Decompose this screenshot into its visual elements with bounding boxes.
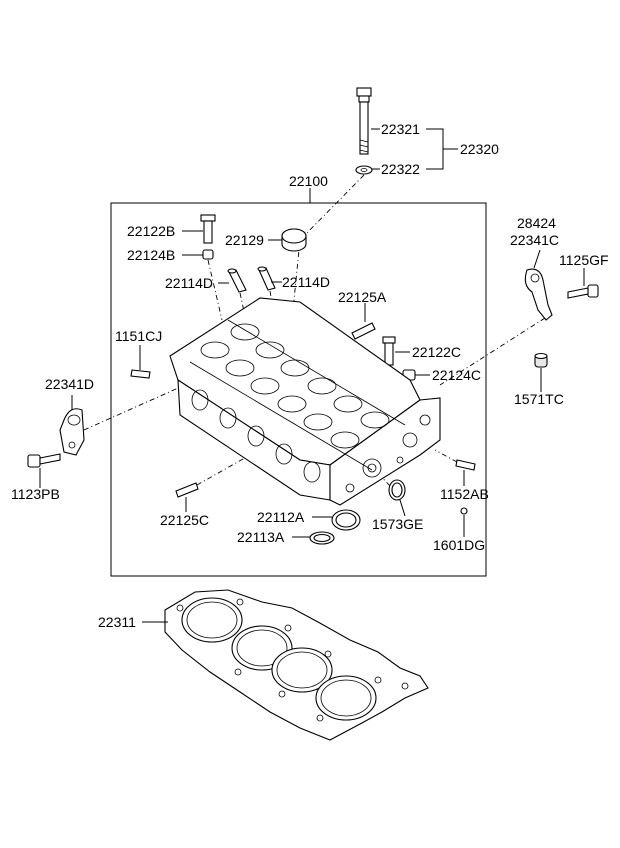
label-22321: 22321 [381,121,420,137]
label-22322: 22322 [381,161,420,177]
label-22124b: 22124B [127,247,175,263]
label-1152ab: 1152AB [440,486,489,502]
label-22311: 22311 [98,614,136,630]
valve-guide-22114d-left[interactable] [227,268,247,293]
cylinder-head-22100[interactable] [169,297,441,506]
label-1601dg: 1601DG [433,537,485,553]
stud-22125c[interactable] [175,482,199,498]
seal-22112a[interactable] [331,509,361,531]
label-22129: 22129 [225,232,264,248]
pin-1601dg[interactable] [460,507,468,515]
label-1151cj: 1151CJ [115,328,162,344]
label-22341c: 22341C [510,232,559,248]
stud-1151cj[interactable] [130,369,151,379]
valve-guide-22114d-right[interactable] [257,266,276,291]
label-22114d-left: 22114D [165,275,213,291]
stud-1152ab[interactable] [455,459,476,471]
label-22341d: 22341D [45,376,94,392]
label-22125c: 22125C [160,512,209,528]
label-22124c: 22124C [432,367,481,383]
head-bolt-22321[interactable] [356,87,372,155]
stud-22125a[interactable] [351,322,376,340]
head-gasket-22311[interactable] [164,589,429,741]
label-1573ge: 1573GE [372,516,423,532]
label-28424: 28424 [517,215,556,231]
label-22112a: 22112A [257,509,305,525]
label-22125a: 22125A [338,289,387,305]
plug-22129[interactable] [281,228,307,252]
label-22113a: 22113A [237,529,285,545]
bracket-22341c[interactable] [524,268,553,321]
bolt-1123pb[interactable] [27,453,61,468]
label-22100: 22100 [289,173,328,189]
cap-1571tc[interactable] [534,352,548,368]
assembly-frame [110,202,487,577]
label-22122b: 22122B [127,223,175,239]
washer-22322[interactable] [355,165,373,175]
label-1571tc: 1571TC [514,391,564,407]
bolt-1125gf[interactable] [567,284,599,299]
label-1123pb: 1123PB [11,486,60,502]
label-1125gf: 1125GF [559,252,609,268]
seal-1573ge[interactable] [388,479,406,501]
collar-22124b[interactable] [202,249,214,260]
bolt-22122c[interactable] [382,336,396,366]
bracket-22341d[interactable] [59,408,85,456]
label-22320: 22320 [460,141,499,157]
bolt-22122b[interactable] [200,214,216,244]
label-22122c: 22122C [412,344,461,360]
label-22114d-right: 22114D [282,274,330,290]
seal-22113a[interactable] [309,531,335,545]
